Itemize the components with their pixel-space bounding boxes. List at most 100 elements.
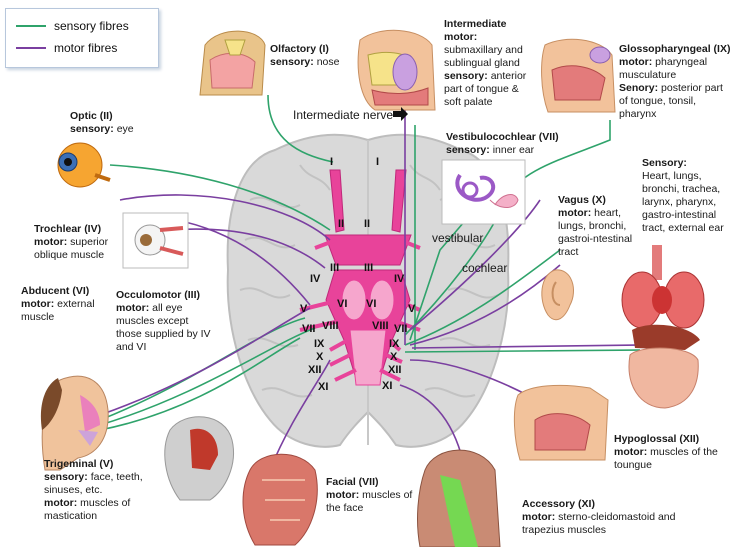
numeral-VI-right: VI [366,298,377,310]
nose-illustration [199,30,266,96]
vagus-sensory-title: Sensory: [642,157,687,169]
trigeminal-label: Trigeminal (V) sensory: face, teeth, sin… [44,458,164,523]
sensory-fibre-lines [99,94,641,431]
mouth-illustration [357,29,436,111]
facial-kind: motor: [326,489,360,501]
trigeminal-desc2: muscles of mastication [44,497,131,522]
motor-swatch [16,47,46,49]
intermediate-title: Intermediate motor: [444,18,507,43]
intermediate-label: Intermediate motor: submaxillary and sub… [444,18,534,109]
abducent-kind: motor: [21,298,55,310]
trochlear-desc: superior oblique muscle [34,236,109,261]
hypoglossal-kind: motor: [614,446,648,458]
inner-ear-illustration [455,173,519,208]
numeral-V-left: V [300,303,308,315]
glossopharyngeal-kind: motor: [619,56,653,68]
facial-desc: muscles of the face [326,489,413,514]
facial-muscles-illustration [242,453,318,546]
legend-motor-label: motor fibres [54,41,118,55]
neck-muscles-illustration [417,449,501,547]
vagus-sensory-desc: Heart, lungs, bronchi, trachea, larynx, … [642,170,724,234]
olfactory-kind: sensory: [270,56,314,68]
abducent-desc: external muscle [21,298,95,323]
numeral-XI-left: XI [318,381,329,393]
accessory-title: Accessory (XI) [522,498,595,510]
legend-motor: motor fibres [16,41,117,55]
olfactory-title: Olfactory (I) [270,43,329,55]
numeral-VI-left: VI [337,298,348,310]
eyeball-illustration [57,142,111,188]
vagus-desc: heart, lungs, bronchi, gastroi-ntestinal… [558,207,633,258]
abducent-title: Abducent (VI) [21,285,90,297]
numeral-I-right: I [376,156,380,168]
legend: sensory fibres motor fibres [5,8,159,68]
numeral-XII-right: XII [388,364,402,376]
numeral-IX-left: IX [314,338,325,350]
numeral-VII-right: VII [394,323,408,335]
optic-label: Optic (II) sensory: eye [70,110,160,136]
trochlear-kind: motor: [34,236,68,248]
oculomotor-kind: motor: [116,302,150,314]
intermediate-desc: submaxillary and sublingual gland [444,44,523,69]
vestibulocochlear-kind: sensory: [446,144,490,156]
numeral-II-left: II [338,218,345,230]
olfactory-label: Olfactory (I) sensory: nose [270,43,370,69]
accessory-desc: sterno-cleidomastoid and trapezius muscl… [522,511,676,536]
hypoglossal-desc: muscles of the toungue [614,446,718,471]
oculomotor-label: Occulomotor (III) motor: all eye muscles… [116,289,216,354]
numeral-IV-right: IV [394,273,405,285]
numeral-III-right: III [364,262,374,274]
numeral-X-right: X [390,351,398,363]
numeral-IX-right: IX [389,338,400,350]
numeral-XII-left: XII [308,364,322,376]
tongue-illustration [513,384,609,461]
trigeminal-kind: sensory: [44,471,88,483]
optic-desc: eye [116,123,134,135]
abducent-label: Abducent (VI) motor: external muscle [21,285,111,324]
accessory-kind: motor: [522,511,556,523]
glossopharyngeal-kind2: Senory: [619,82,659,94]
vagus-title: Vagus (X) [558,194,606,206]
muscle-head-illustration [164,416,234,501]
vagus-kind: motor: [558,207,592,219]
numeral-IV-left: IV [310,273,321,285]
glossopharyngeal-title: Glossopharyngeal (IX) [619,43,731,55]
intermediate-desc2: anterior part of tongue & soft palate [444,70,527,108]
optic-kind: sensory: [70,123,114,135]
vestibular-label: vestibular [432,231,484,245]
oculomotor-title: Occulomotor (III) [116,289,200,301]
vestibulocochlear-title: Vestibulocochlear (VII) [446,131,559,143]
trigeminal-title: Trigeminal (V) [44,458,114,470]
hypoglossal-title: Hypoglossal (XII) [614,433,700,445]
vestibulocochlear-label: Vestibulocochlear (VII) sensory: inner e… [446,131,576,157]
trigeminal-kind2: motor: [44,497,78,509]
eye-muscles-illustration [134,224,184,256]
numeral-X-left: X [316,351,324,363]
vagus-label: Vagus (X) motor: heart, lungs, bronchi, … [558,194,643,259]
sensory-swatch [16,25,46,27]
facial-label: Facial (VII) motor: muscles of the face [326,476,421,515]
accessory-label: Accessory (XI) motor: sterno-cleidomasto… [522,498,692,537]
oculomotor-desc: all eye muscles except those supplied by… [116,302,211,353]
vestibulocochlear-desc: inner ear [492,144,535,156]
hypoglossal-label: Hypoglossal (XII) motor: muscles of the … [614,433,724,472]
glossopharyngeal-label: Glossopharyngeal (IX) motor: pharyngeal … [619,43,734,121]
glossopharyngeal-desc: pharyngeal musculature [619,56,708,81]
numeral-III-left: III [330,262,340,274]
glossopharyngeal-desc2: posterior part of tongue, tonsil, pharyn… [619,82,723,120]
numeral-V-right: V [408,303,416,315]
facial-title: Facial (VII) [326,476,379,488]
throat-illustration [541,38,616,113]
brain-illustration [226,133,510,448]
arrow-right-icon [393,107,408,121]
vagus-sensory-label: Sensory: Heart, lungs, bronchi, trachea,… [642,157,736,235]
olfactory-desc: nose [316,56,340,68]
numeral-VII-left: VII [302,323,316,335]
numeral-XI-right: XI [382,380,393,392]
intermediate-kind: sensory: [444,70,488,82]
legend-sensory-label: sensory fibres [54,19,129,33]
numeral-II-right: II [364,218,371,230]
trigeminal-desc: face, teeth, sinuses, etc. [44,471,143,496]
legend-sensory: sensory fibres [16,19,129,33]
